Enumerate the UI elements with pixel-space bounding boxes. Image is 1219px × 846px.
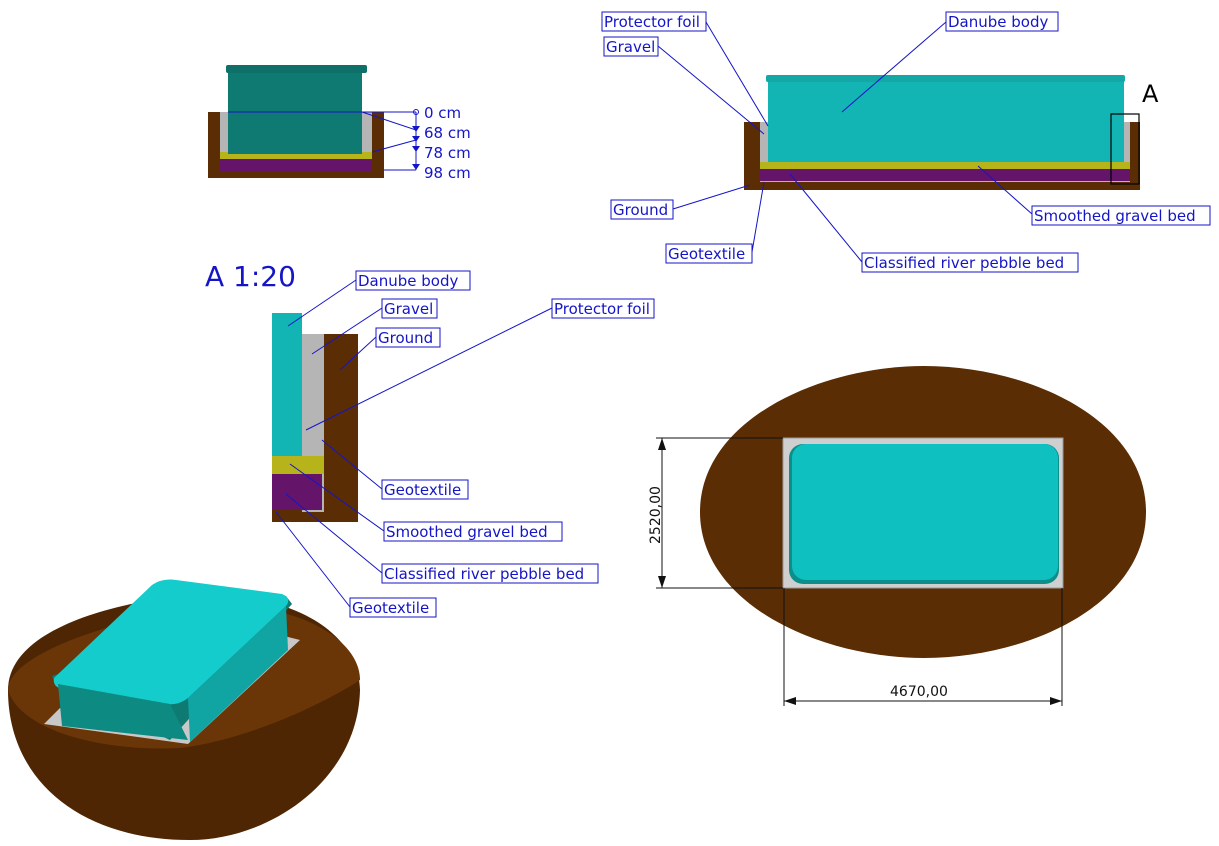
iso-body-front <box>58 684 188 740</box>
detail-label-danube-body: Danube body <box>358 272 458 290</box>
front-view: 0 cm 68 cm 78 cm 98 cm <box>208 65 471 182</box>
detail-label-pebble-bed: Classified river pebble bed <box>384 565 584 583</box>
depth-68: 68 cm <box>424 124 471 142</box>
detail-marker-box <box>1110 113 1140 185</box>
detail-label-protector-foil: Protector foil <box>554 300 650 318</box>
front-danube-lid <box>226 65 367 73</box>
top-view: 2520,00 4670,00 <box>648 366 1146 706</box>
detail-label-ground: Ground <box>378 329 433 347</box>
detail-view: A 1:20 Danube body Gravel Ground Protect… <box>205 260 655 618</box>
detail-danube-body <box>272 313 302 456</box>
front-danube-body <box>228 68 362 154</box>
detail-pebble-bed <box>272 474 322 510</box>
side-label-smoothed-gravel-bed: Smoothed gravel bed <box>1034 207 1196 225</box>
side-label-pebble-bed: Classified river pebble bed <box>864 254 1064 272</box>
side-label-danube-body: Danube body <box>948 13 1048 31</box>
detail-label-gravel: Gravel <box>384 300 433 318</box>
side-view: A Protector foil Gravel Danube body Grou… <box>601 11 1211 273</box>
detail-title: A 1:20 <box>205 260 296 293</box>
top-danube-body <box>792 444 1058 580</box>
isometric-view <box>8 579 360 840</box>
depth-98: 98 cm <box>424 164 471 182</box>
depth-0: 0 cm <box>424 104 461 122</box>
side-danube-body <box>768 80 1124 162</box>
side-label-protector-foil: Protector foil <box>604 13 700 31</box>
front-pebble-bed <box>220 159 372 171</box>
side-pebble-bed <box>760 169 1130 181</box>
front-smoothed-bed <box>220 152 372 159</box>
iso-body-end <box>188 606 288 742</box>
side-label-gravel: Gravel <box>606 38 655 56</box>
detail-label-geotextile-lower: Geotextile <box>352 599 429 617</box>
side-smoothed-bed <box>760 162 1130 169</box>
detail-marker-label: A <box>1142 80 1159 108</box>
height-dimension: 2520,00 <box>648 486 664 544</box>
iso-body-top <box>53 579 289 705</box>
side-label-ground: Ground <box>613 201 668 219</box>
detail-smoothed-bed <box>272 456 324 474</box>
side-label-geotextile: Geotextile <box>668 245 745 263</box>
depth-78: 78 cm <box>424 144 471 162</box>
width-dimension: 4670,00 <box>890 684 948 700</box>
detail-label-smoothed-gravel-bed: Smoothed gravel bed <box>386 523 548 541</box>
detail-label-geotextile-upper: Geotextile <box>384 481 461 499</box>
